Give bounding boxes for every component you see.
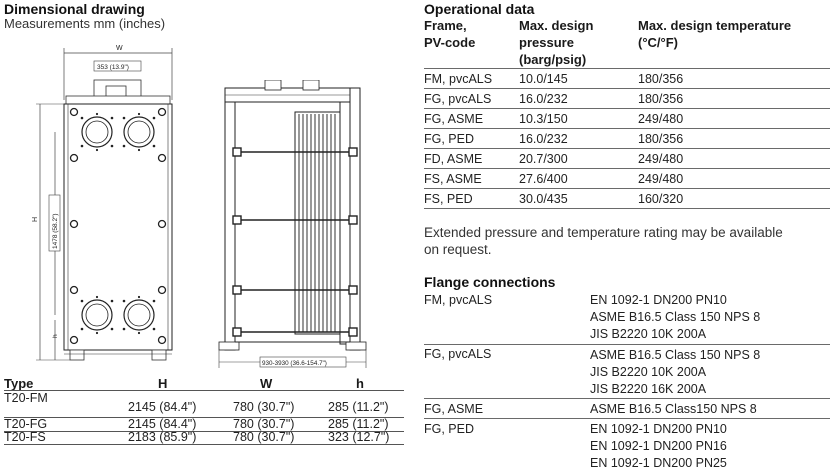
- op-pressure: 10.3/150: [519, 112, 568, 126]
- op-temp: 249/480: [638, 152, 684, 166]
- op-temp: 160/320: [638, 192, 684, 206]
- table-row-h: 2145 (84.4"): [128, 400, 197, 414]
- table-row-h: 2145 (84.4"): [128, 417, 197, 431]
- length-dim-label: 930-3930 (36.6-154.7"): [262, 360, 327, 367]
- flange-frame: FG, pvcALS: [424, 347, 492, 361]
- op-header-temp-line2: (°C/°F): [638, 35, 678, 50]
- op-pressure: 16.0/232: [519, 92, 568, 106]
- small-h-header: h: [356, 376, 364, 391]
- note-line-2: on request.: [424, 242, 492, 257]
- table-row-type: T20-FM: [4, 391, 48, 405]
- table-row-w: 780 (30.7"): [233, 430, 295, 444]
- op-pressure: 20.7/300: [519, 152, 568, 166]
- flange-standard: JIS B2220 16K 200A: [590, 382, 707, 396]
- table-row: FM, pvcALS EN 1092-1 DN200 PN10 ASME B16…: [424, 291, 830, 344]
- front-view-drawing: W 353 (13.9") H 1478 (58.: [32, 45, 173, 361]
- flange-frame: FG, PED: [424, 422, 475, 436]
- table-row-small-h: 285 (11.2"): [328, 417, 389, 431]
- extended-rating-note: Extended pressure and temperature rating…: [424, 224, 783, 258]
- drawing-subtitle: Measurements mm (inches): [4, 16, 166, 31]
- table-row: FS, PED 30.0/435 160/320: [424, 188, 830, 209]
- flange-standard: EN 1092-1 DN200 PN10: [590, 293, 727, 307]
- op-temp: 180/356: [638, 72, 684, 86]
- op-header-temp-line1: Max. design temperature: [638, 18, 792, 33]
- top-dim-label: 353 (13.9"): [97, 64, 129, 71]
- op-header-frame-line2: PV-code: [424, 35, 476, 50]
- side-view-drawing: 930-3930 (36.6-154.7"): [218, 80, 367, 368]
- operational-data-title: Operational data: [424, 1, 535, 17]
- flange-connections-title: Flange connections: [424, 274, 556, 290]
- flange-standard: EN 1092-1 DN200 PN10: [590, 422, 727, 436]
- op-header-pressure-line2: pressure: [519, 35, 574, 50]
- table-row-type: T20-FG: [4, 417, 48, 431]
- table-row-small-h: 285 (11.2"): [328, 400, 389, 414]
- table-row: FG, ASME 10.3/150 249/480: [424, 108, 830, 128]
- op-frame: FG, ASME: [424, 112, 484, 126]
- op-temp: 249/480: [638, 172, 684, 186]
- table-row: FG, pvcALS ASME B16.5 Class 150 NPS 8 JI…: [424, 344, 830, 398]
- op-frame: FG, pvcALS: [424, 92, 492, 106]
- op-frame: FS, PED: [424, 192, 473, 206]
- op-frame: FG, PED: [424, 132, 475, 146]
- h-header: H: [158, 376, 168, 391]
- height-label: H: [32, 217, 39, 222]
- table-row-small-h: 323 (12.7"): [328, 430, 390, 444]
- op-temp: 180/356: [638, 132, 684, 146]
- op-frame: FS, ASME: [424, 172, 482, 186]
- flange-standard: ASME B16.5 Class 150 NPS 8: [590, 310, 761, 324]
- op-pressure: 16.0/232: [519, 132, 568, 146]
- table-row: FM, pvcALS 10.0/145 180/356: [424, 68, 830, 88]
- table-row: FG, PED 16.0/232 180/356: [424, 128, 830, 148]
- table-row-w: 780 (30.7"): [233, 400, 295, 414]
- note-line-1: Extended pressure and temperature rating…: [424, 225, 783, 240]
- width-dim-label: W: [116, 45, 123, 52]
- op-pressure: 30.0/435: [519, 192, 568, 206]
- table-row-type: T20-FS: [4, 430, 46, 444]
- op-frame: FD, ASME: [424, 152, 483, 166]
- table-row: FG, PED EN 1092-1 DN200 PN10 EN 1092-1 D…: [424, 418, 830, 473]
- flange-standard: ASME B16.5 Class 150 NPS 8: [590, 348, 761, 362]
- flange-standard: JIS B2220 10K 200A: [590, 365, 707, 379]
- drawing-title: Dimensional drawing: [4, 1, 145, 17]
- flange-frame: FM, pvcALS: [424, 293, 493, 307]
- height-dim-label: 1478 (58.2"): [52, 213, 59, 249]
- table-row-w: 780 (30.7"): [233, 417, 295, 431]
- flange-frame: FG, ASME: [424, 402, 484, 416]
- table-row: FG, ASME ASME B16.5 Class150 NPS 8: [424, 398, 830, 418]
- table-row: FG, pvcALS 16.0/232 180/356: [424, 88, 830, 108]
- op-header-pressure: Max. design pressure (barg/psig): [519, 17, 593, 68]
- flange-standard: ASME B16.5 Class150 NPS 8: [590, 402, 757, 416]
- op-frame: FM, pvcALS: [424, 72, 493, 86]
- flange-standard: EN 1092-1 DN200 PN25: [590, 456, 727, 470]
- w-header: W: [260, 376, 273, 391]
- op-temp: 249/480: [638, 112, 684, 126]
- op-temp: 180/356: [638, 92, 684, 106]
- table-row: FD, ASME 20.7/300 249/480: [424, 148, 830, 168]
- op-pressure: 10.0/145: [519, 72, 568, 86]
- op-header-frame-line1: Frame,: [424, 18, 467, 33]
- op-pressure: 27.6/400: [519, 172, 568, 186]
- op-header-temperature: Max. design temperature (°C/°F): [638, 17, 791, 51]
- type-header: Type: [4, 376, 34, 391]
- flange-standard: JIS B2220 10K 200A: [590, 327, 707, 341]
- op-header-frame: Frame, PV-code: [424, 17, 475, 51]
- flange-standard: EN 1092-1 DN200 PN16: [590, 439, 727, 453]
- op-header-pressure-line1: Max. design: [519, 18, 594, 33]
- table-row: FS, ASME 27.6/400 249/480: [424, 168, 830, 188]
- table-row-h: 2183 (85.9"): [128, 430, 197, 444]
- op-header-pressure-line3: (barg/psig): [519, 52, 587, 67]
- small-h-label: h: [52, 334, 59, 338]
